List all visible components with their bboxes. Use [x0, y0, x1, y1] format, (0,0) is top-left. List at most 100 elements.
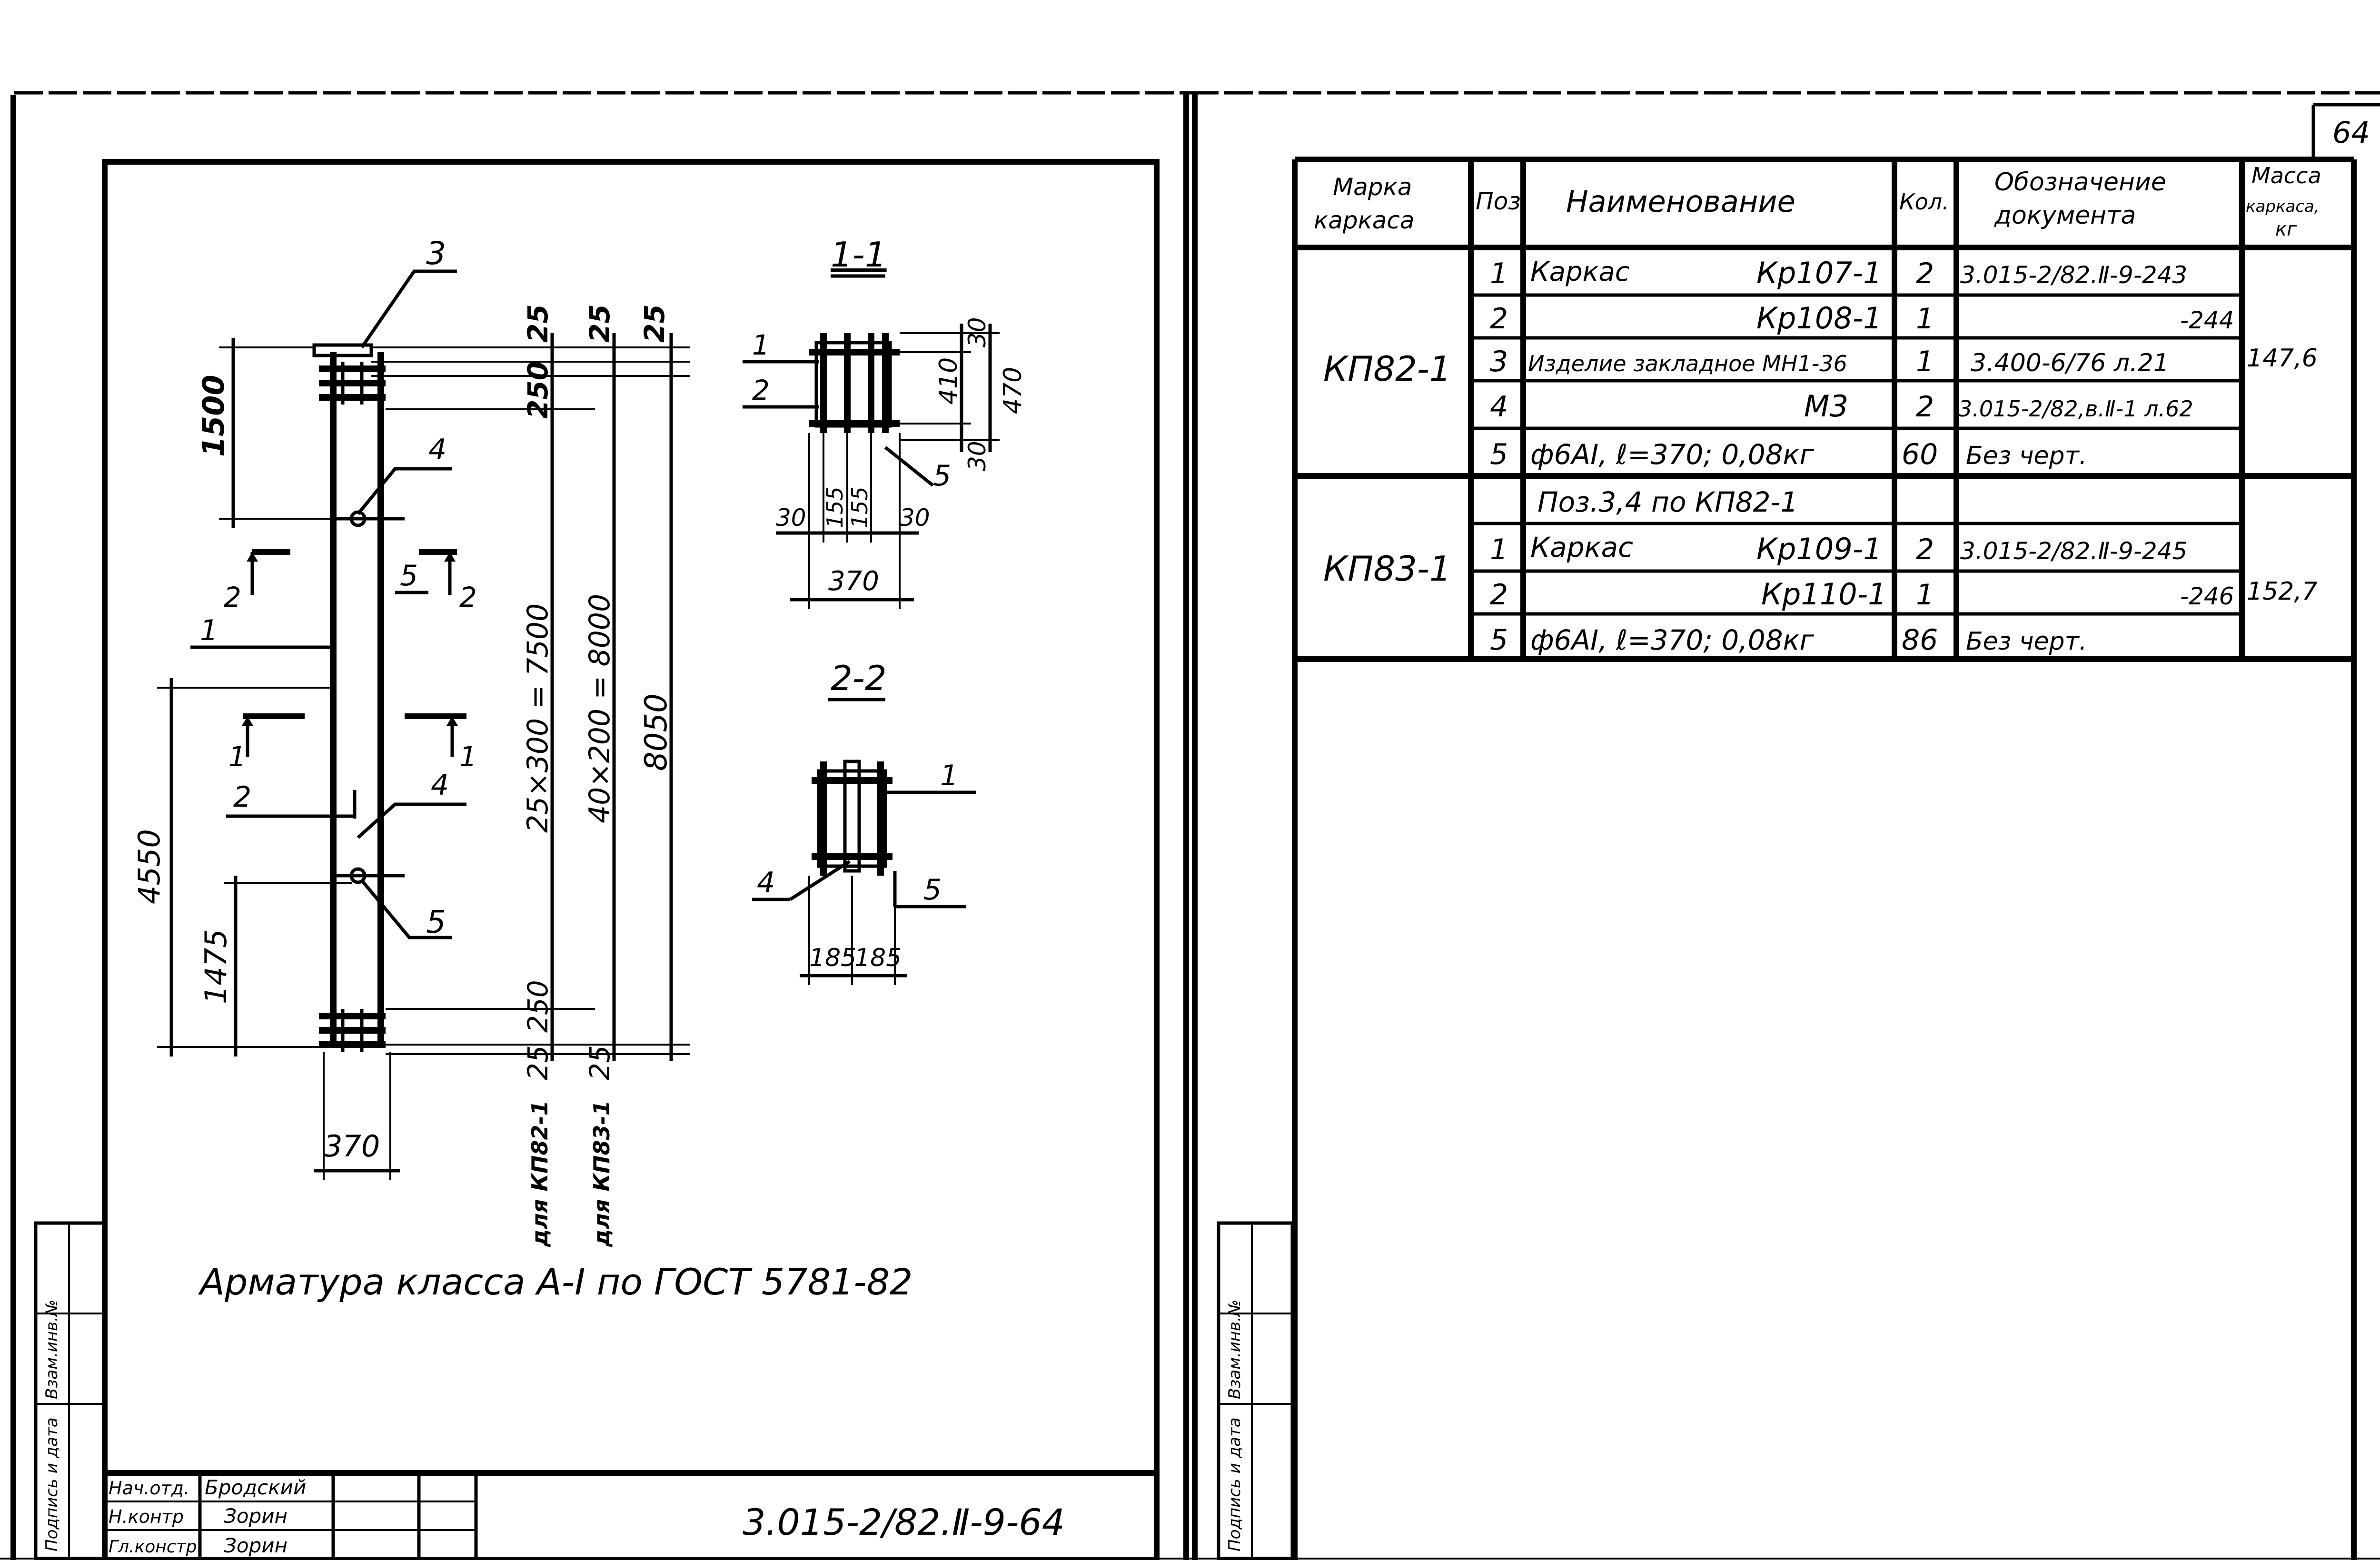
group1-mass: 147,6: [2247, 344, 2318, 373]
cell-name: ф6АI, ℓ=370; 0,08кг: [1530, 624, 1815, 656]
table-row: 1 Каркас Кр109-1 2 3.015-2/82.Ⅱ-9-245: [1490, 531, 2187, 566]
cell-name: Поз.3,4 по КП82-1: [1537, 486, 1798, 518]
side-stamp-inv: Взам.инв.№: [42, 1300, 61, 1399]
cell-pos: 2: [1490, 578, 1508, 612]
s11-dim-155-b: 155: [847, 486, 873, 528]
note-for-kp82: для КП82-1: [527, 1100, 553, 1247]
th-doc-1: Обозначение: [1994, 168, 2166, 197]
dim-1500: 1500: [196, 375, 231, 457]
table-row: 5 ф6АI, ℓ=370; 0,08кг 60 Без черт.: [1490, 438, 2087, 471]
spec-table: Марка каркаса Поз Наименование Кол. Обоз…: [1295, 157, 2354, 662]
drawing-code: 3.015-2/82.Ⅱ-9-64: [743, 1501, 1065, 1543]
left-side-stamp: Подпись и дата Взам.инв.№: [34, 1221, 107, 1560]
cell-qty: 2: [1916, 533, 1934, 566]
cell-doc: Без черт.: [1966, 627, 2087, 656]
side-stamp-sign-date: Подпись и дата: [42, 1417, 61, 1551]
th-mass-2: каркаса,: [2246, 197, 2320, 216]
sheet-frames: [0, 91, 2380, 1560]
stamp-name-1: Бродский: [205, 1476, 306, 1499]
table-row: Поз.3,4 по КП82-1: [1537, 486, 1798, 518]
section-1-1: 1-1 1 2 5 30 410 470 30 30 155: [743, 235, 1027, 609]
dim-25-a: 25: [522, 304, 554, 343]
s11-dim-155-a: 155: [822, 486, 848, 528]
dim-8050: 8050: [639, 693, 674, 771]
stamp-role-3: Гл.констр: [109, 1537, 197, 1557]
cell-pos: 1: [1490, 533, 1508, 566]
th-mark-2: каркаса: [1314, 207, 1415, 234]
stamp-name-3: Зорин: [224, 1534, 288, 1557]
cell-doc: -244: [2180, 306, 2234, 334]
cell-name: ф6АI, ℓ=370; 0,08кг: [1530, 438, 1815, 471]
cell-pos: 3: [1490, 345, 1508, 378]
dim-250-bottom: 250: [522, 980, 554, 1033]
cell-name2: Кр109-1: [1756, 532, 1882, 566]
cell-qty: 2: [1916, 390, 1934, 424]
cell-qty: 1: [1916, 345, 1934, 378]
dim-pitch-7500: 25×300 = 7500: [521, 603, 555, 833]
th-doc-2: документа: [1994, 201, 2136, 230]
page-number: 64: [2332, 115, 2370, 150]
dim-250-top: 250: [522, 361, 554, 419]
cell-qty: 60: [1902, 438, 1938, 471]
cell-pos: 5: [1490, 438, 1508, 471]
th-mass-3: кг: [2275, 218, 2297, 240]
table-row: 2 Кр108-1 1 -244: [1490, 301, 2234, 336]
cell-name: Каркас: [1530, 531, 1633, 563]
cell-doc: -246: [2180, 583, 2234, 610]
s11-mark-1: 1: [752, 329, 770, 361]
cell-name: Каркас: [1530, 257, 1630, 287]
cut-1-left: 1: [228, 741, 246, 773]
th-pos: Поз: [1476, 188, 1521, 215]
group2-mark: КП83-1: [1323, 549, 1451, 589]
cell-name2: Кр107-1: [1756, 256, 1882, 290]
cell-pos: 5: [1490, 623, 1508, 657]
s22-mark-1: 1: [940, 759, 958, 792]
cell-name: Изделие закладное МН1-36: [1528, 351, 1847, 376]
cell-qty: 1: [1916, 302, 1934, 336]
s22-mark-5: 5: [923, 873, 942, 907]
dim-25-d: 25: [522, 1045, 554, 1080]
elevation-view: 1500 4550 1475 370 25 25 25 250 25×300 =…: [132, 235, 690, 1247]
cut-2-right: 2: [459, 581, 477, 613]
cell-qty: 1: [1916, 578, 1934, 612]
table-row: 5 ф6АI, ℓ=370; 0,08кг 86 Без черт.: [1490, 623, 2087, 657]
stamp-role-2: Н.контр: [109, 1506, 184, 1527]
th-mass-1: Масса: [2251, 163, 2321, 188]
cell-doc: 3.015-2/82.Ⅱ-9-245: [1960, 537, 2187, 565]
dim-1475: 1475: [198, 929, 233, 1004]
th-qty: Кол.: [1899, 189, 1949, 215]
table-row: 2 Кр110-1 1 -246: [1490, 577, 2234, 612]
group1-mark: КП82-1: [1323, 349, 1451, 389]
title-block-left: Нач.отд. Бродский Н.контр Зорин Гл.конст…: [105, 1470, 1157, 1559]
s11-mark-2: 2: [752, 374, 770, 406]
s11-dim-30-bottom: 30: [963, 441, 991, 471]
cell-pos: 4: [1490, 390, 1508, 424]
table-row: 4 М3 2 3.015-2/82,в.Ⅱ-1 л.62: [1490, 389, 2193, 424]
cell-doc: Без черт.: [1966, 442, 2087, 470]
s11-dim-30-left: 30: [776, 504, 806, 532]
side-stamp-inv-r: Взам.инв.№: [1225, 1300, 1244, 1399]
section-2-2-title: 2-2: [831, 658, 887, 698]
cell-name2: Кр110-1: [1761, 577, 1887, 612]
dim-25-c: 25: [638, 304, 671, 343]
stamp-role-1: Нач.отд.: [109, 1478, 189, 1499]
table-row: 3 Изделие закладное МН1-36 1 3.400-6/76 …: [1490, 345, 2169, 378]
cell-pos: 2: [1490, 302, 1508, 336]
dim-25-e: 25: [584, 1045, 616, 1080]
group2-mass: 152,7: [2247, 577, 2318, 606]
cell-doc: 3.015-2/82,в.Ⅱ-1 л.62: [1958, 396, 2193, 422]
cut-2-left: 2: [224, 581, 241, 613]
section-2-2: 2-2 1 4 5 185 185: [752, 658, 976, 985]
section-1-1-title: 1-1: [831, 235, 887, 275]
s11-dim-30-right: 30: [900, 504, 930, 532]
th-name: Наименование: [1566, 184, 1795, 219]
material-note: Арматура класса А-I по ГОСТ 5781-82: [198, 1261, 912, 1303]
table-row: 1 Каркас Кр107-1 2 3.015-2/82.Ⅱ-9-243: [1490, 256, 2187, 290]
right-side-stamp: Подпись и дата Взам.инв.№: [1217, 1221, 1294, 1560]
dim-4550: 4550: [132, 829, 167, 904]
mark-pos-2: 2: [233, 780, 251, 814]
s11-dim-470: 470: [999, 367, 1027, 414]
note-for-kp83: для КП83-1: [589, 1100, 615, 1247]
dim-25-b: 25: [584, 304, 616, 343]
